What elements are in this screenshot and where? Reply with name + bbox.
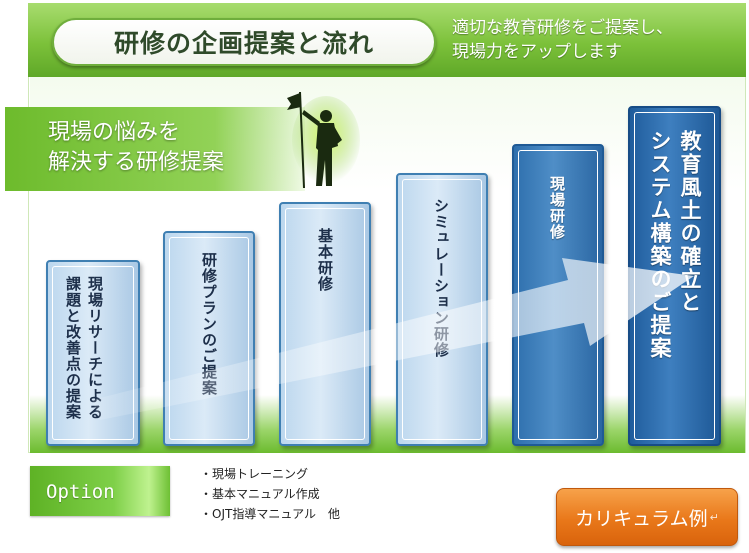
enter-mark-icon: ↵ <box>709 510 719 524</box>
step-label-basic: 基本研修 <box>316 228 334 292</box>
curriculum-example-button[interactable]: カリキュラム例↵ <box>556 488 738 546</box>
page-title: 研修の企画提案と流れ <box>113 29 374 58</box>
step-label-simulation: シミュレーション研修 <box>432 198 450 358</box>
option-label: Option <box>46 481 115 503</box>
issue-banner <box>5 107 305 191</box>
step-label-plan: 研修プランのご提案 <box>200 252 218 396</box>
option-item: ・基本マニュアル作成 <box>200 487 320 501</box>
issue-banner-text: 現場の悩みを 解決する研修提案 <box>48 120 225 175</box>
option-list: ・現場トレーニング ・基本マニュアル作成 ・OJT指導マニュアル 他 <box>200 464 340 524</box>
step-label-research: 現場リサーチによる 課題と改善点の提案 <box>64 276 104 420</box>
title-pill: 研修の企画提案と流れ <box>52 18 436 66</box>
option-item: ・現場トレーニング <box>200 467 309 481</box>
option-badge <box>30 466 170 516</box>
flag-person-icon <box>287 91 360 189</box>
curriculum-example-label: カリキュラム例 <box>575 507 708 530</box>
step-label-culture: 教育風土の確立と システム構築のご提案 <box>648 130 702 360</box>
step-label-onsite: 現場研修 <box>548 176 566 240</box>
option-item: ・OJT指導マニュアル 他 <box>200 507 340 521</box>
header-subtitle: 適切な教育研修をご提案し、 現場力をアップします <box>452 18 673 62</box>
